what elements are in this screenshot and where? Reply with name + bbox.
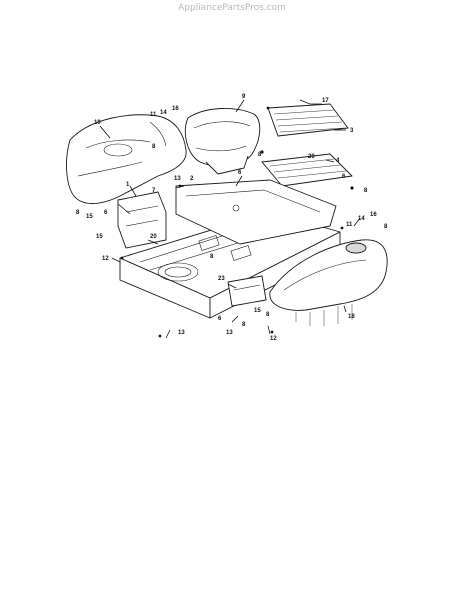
callout-11: 11: [150, 112, 157, 118]
callout-7: 7: [152, 188, 156, 194]
callout-17: 17: [322, 98, 329, 104]
rear-bracket-icon: [227, 275, 267, 307]
callout-15c: 15: [254, 308, 261, 314]
callout-8g: 8: [242, 322, 246, 328]
callout-20b: 20: [150, 234, 157, 240]
callout-23: 23: [218, 276, 225, 282]
callout-12a: 12: [102, 256, 109, 262]
callout-4: 4: [336, 158, 340, 164]
bolt-icon: [120, 106, 354, 338]
callout-6d: 6: [218, 316, 222, 322]
leader-lines: [99, 99, 361, 339]
left-bracket-icon: [117, 191, 167, 249]
callout-6a: 6: [342, 174, 346, 180]
callout-13a: 13: [174, 176, 181, 182]
callout-13b: 13: [226, 330, 233, 336]
callout-labels: 19 11 14 16 8 9 17 3 8 20 4 6 8 13 7 2 6…: [76, 94, 388, 342]
callout-18: 18: [348, 314, 355, 320]
callout-1: 1: [126, 182, 130, 188]
callout-15a: 15: [86, 214, 93, 220]
site-watermark: AppliancePartsPros.com: [178, 3, 286, 13]
callout-11b: 11: [346, 222, 353, 228]
callout-8c: 8: [364, 188, 368, 194]
callout-20a: 20: [308, 154, 315, 160]
footrest-plate-icon: [261, 153, 353, 187]
callout-3: 3: [350, 128, 354, 134]
callout-8h: 8: [266, 312, 270, 318]
callout-2: 2: [190, 176, 194, 182]
callout-16: 16: [172, 106, 179, 112]
callout-6c: 6: [104, 210, 108, 216]
callout-12b: 12: [270, 336, 277, 342]
callout-8a: 8: [152, 144, 156, 150]
callout-8e: 8: [210, 254, 214, 260]
callout-16b: 16: [370, 212, 377, 218]
callout-14b: 14: [358, 216, 365, 222]
floor-mat-icon: [267, 103, 349, 137]
callout-9: 9: [242, 94, 246, 100]
seat-icon: [184, 107, 261, 175]
callout-6b: 6: [238, 170, 242, 176]
callout-13c: 13: [178, 330, 185, 336]
callout-15b: 15: [96, 234, 103, 240]
callout-8b: 8: [258, 152, 262, 158]
body-panel-icon: [175, 179, 337, 245]
left-fender-icon: [66, 114, 187, 204]
callout-8d: 8: [76, 210, 80, 216]
callout-14: 14: [160, 110, 167, 116]
callout-19: 19: [94, 120, 101, 126]
right-fender-icon: [269, 239, 388, 326]
callout-8f: 8: [384, 224, 388, 230]
